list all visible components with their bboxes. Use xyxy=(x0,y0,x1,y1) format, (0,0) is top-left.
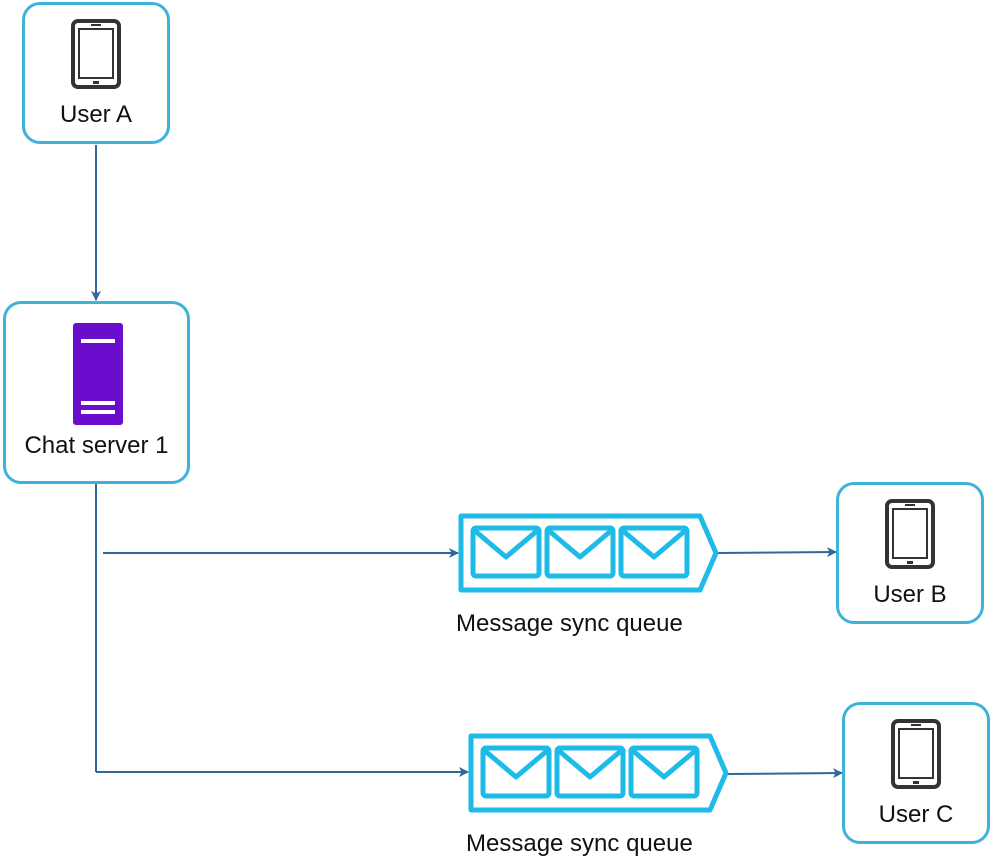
user-c-label: User C xyxy=(878,801,954,828)
user-a-node: User A xyxy=(22,2,170,144)
envelope-icon xyxy=(618,525,690,579)
user-b-label: User B xyxy=(873,581,947,608)
server-icon xyxy=(73,323,123,425)
envelope-icon xyxy=(470,525,542,579)
arrow-queue-1-to-user-b xyxy=(717,547,837,558)
queue-2-label: Message sync queue xyxy=(466,830,693,857)
user-c-node: User C xyxy=(842,702,990,844)
envelope-icon xyxy=(480,745,552,799)
chat-server-node: Chat server 1 xyxy=(3,301,190,484)
envelope-icon xyxy=(544,525,616,579)
chat-server-label: Chat server 1 xyxy=(24,432,169,459)
message-sync-queue-1 xyxy=(458,513,719,593)
user-b-node: User B xyxy=(836,482,984,624)
envelope-icon xyxy=(554,745,626,799)
message-sync-queue-2 xyxy=(468,733,729,813)
queue-1-label: Message sync queue xyxy=(456,610,683,637)
smartphone-icon xyxy=(885,499,935,569)
envelope-icon xyxy=(628,745,700,799)
smartphone-icon xyxy=(71,19,121,89)
smartphone-icon xyxy=(891,719,941,789)
user-a-label: User A xyxy=(59,101,133,128)
arrow-queue-2-to-user-c xyxy=(727,768,843,779)
